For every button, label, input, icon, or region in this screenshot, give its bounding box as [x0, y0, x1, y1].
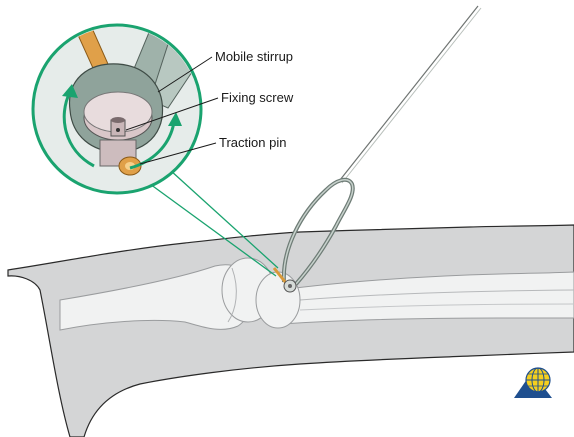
label-mobile-stirrup: Mobile stirrup [215, 49, 293, 64]
forearm [8, 225, 574, 437]
traction-wire [340, 6, 478, 180]
olecranon [256, 272, 300, 328]
publisher-logo [514, 368, 552, 398]
label-traction-pin: Traction pin [219, 135, 286, 150]
label-fixing-screw: Fixing screw [221, 90, 294, 105]
forearm-skin [8, 225, 574, 437]
magnified-callout [33, 25, 201, 193]
